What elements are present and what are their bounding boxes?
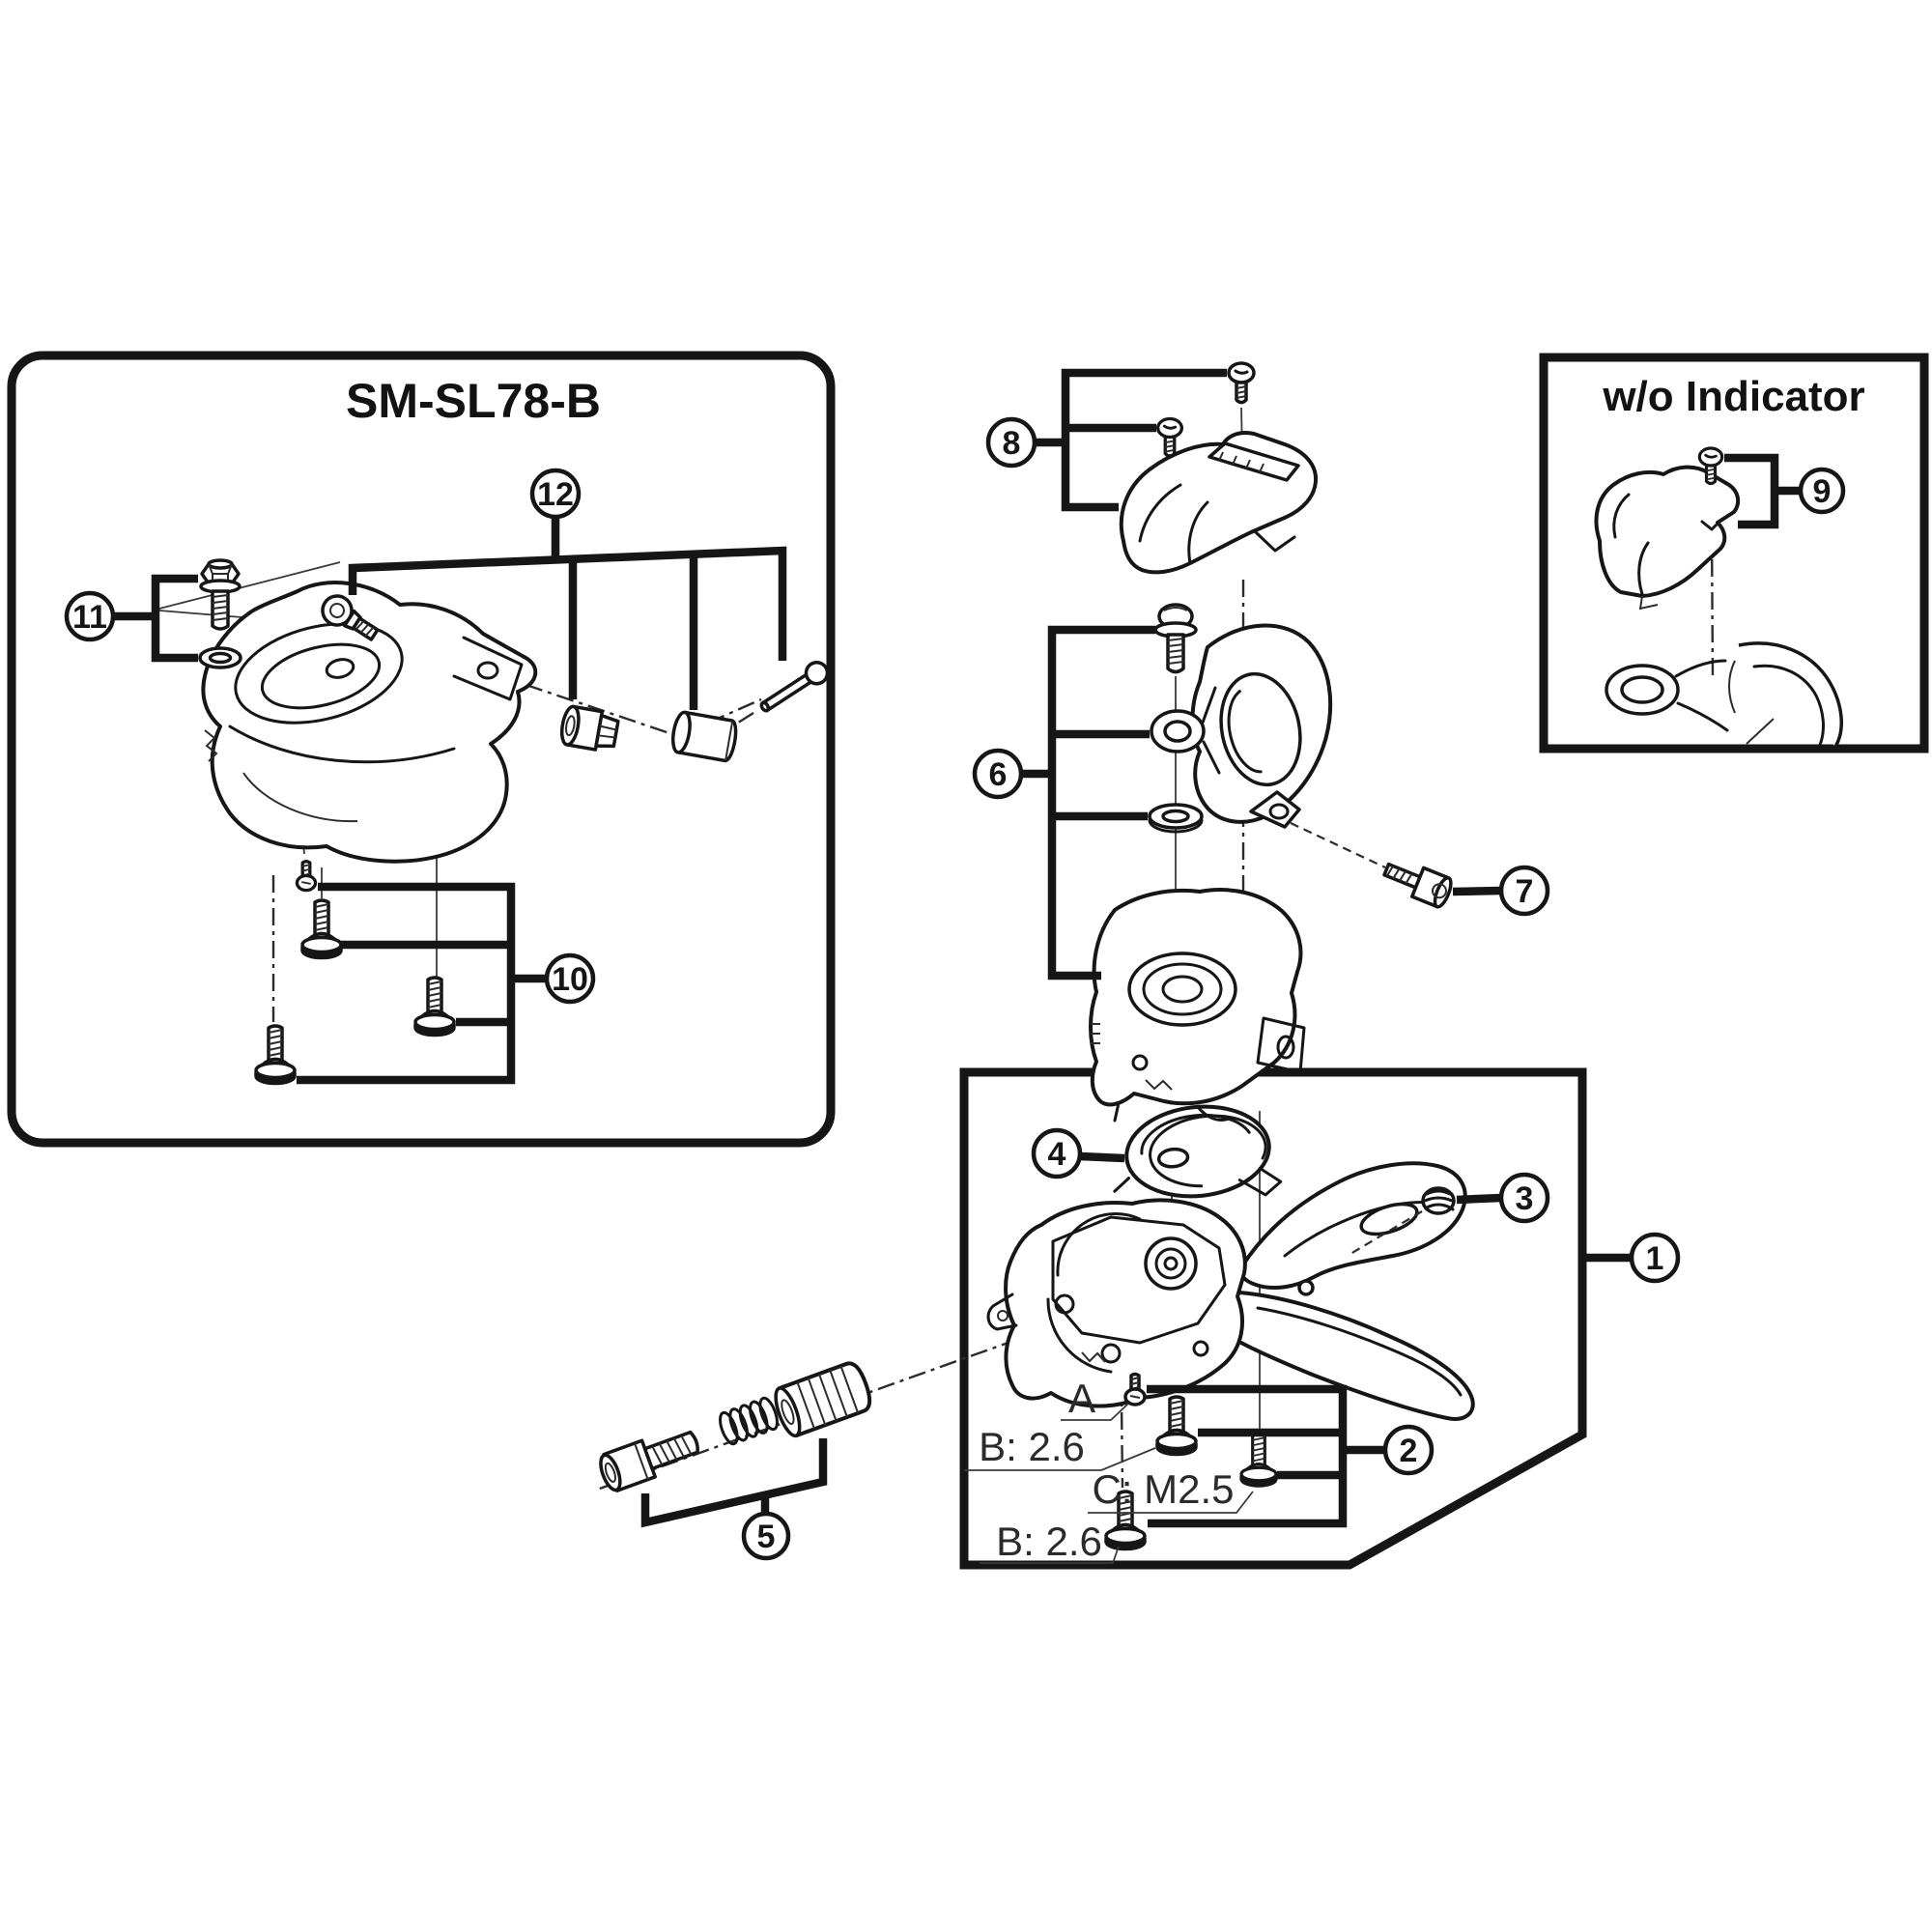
wo-clamp-arm-partial <box>1605 641 1843 748</box>
callout-7: 7 <box>1452 865 1550 917</box>
svg-text:11: 11 <box>72 599 107 636</box>
callout-9: 9 <box>1724 453 1846 529</box>
svg-text:5: 5 <box>757 1519 776 1555</box>
clamp-arm <box>1150 623 1333 829</box>
cable-bushing <box>559 704 620 752</box>
shoulder-screw <box>321 594 380 641</box>
svg-text:12: 12 <box>537 476 574 513</box>
wo-indicator-frame <box>1539 353 1929 753</box>
indicator-unit <box>1119 431 1319 575</box>
label-a: A <box>1061 1376 1129 1421</box>
cable-adjuster-group: 5 <box>599 1361 872 1561</box>
adjuster-bolt <box>599 1430 699 1492</box>
wo-indicator-cover <box>1594 465 1741 611</box>
label-b-lower: B: 2.6 <box>980 1519 1120 1564</box>
callout-12: 12 <box>348 468 787 710</box>
adjuster-spring <box>719 1396 779 1446</box>
cable-sleeve <box>670 710 738 763</box>
top-cover-disc <box>1113 1104 1283 1199</box>
main-unit-frame <box>959 1067 1587 1570</box>
callout-4: 4 <box>1031 1127 1125 1179</box>
svg-text:8: 8 <box>1003 425 1021 462</box>
callout-1: 1 <box>1582 1232 1681 1284</box>
box-wo-indicator: w/o Indicator 9 <box>1539 353 1929 753</box>
svg-text:4: 4 <box>1048 1136 1066 1173</box>
shift-lever <box>1228 1161 1475 1421</box>
svg-text:9: 9 <box>1813 473 1832 510</box>
fixing-washer <box>198 646 242 669</box>
svg-text:A: A <box>1068 1376 1095 1421</box>
svg-text:2: 2 <box>1400 1433 1418 1469</box>
adjuster-barrel <box>774 1361 872 1438</box>
screw-axis-lower-b <box>1119 1313 1124 1489</box>
svg-text:C: M2.5: C: M2.5 <box>1092 1466 1234 1512</box>
sm-sl78-b-title: SM-SL78-B <box>346 374 601 428</box>
clamp-screw <box>1290 822 1453 909</box>
clamp-washer <box>1148 803 1204 834</box>
callout-11: 11 <box>64 574 198 663</box>
wo-indicator-title: w/o Indicator <box>1602 373 1864 420</box>
callout-3: 3 <box>1456 1172 1550 1224</box>
box-main-lever-unit: 4 <box>596 1067 1681 1570</box>
cap-plug <box>1350 1186 1456 1255</box>
label-c-m25: C: M2.5 <box>1088 1466 1254 1514</box>
bracket-housing <box>1089 888 1306 1122</box>
callout-5: 5 <box>640 1438 828 1561</box>
callout-8: 8 <box>985 368 1227 512</box>
callout-2: 2 <box>1147 1384 1435 1528</box>
lever-pin <box>759 661 830 713</box>
indicator-and-bracket-assembly: 8 <box>972 361 1550 1122</box>
base-cover-body <box>201 581 538 864</box>
box-sm-sl78-b: SM-SL78-B <box>7 351 836 1148</box>
svg-text:7: 7 <box>1516 873 1534 910</box>
label-b-upper: B: 2.6 <box>964 1424 1156 1471</box>
svg-text:3: 3 <box>1516 1180 1534 1217</box>
callout-6: 6 <box>972 625 1155 980</box>
shifter-pod <box>986 1198 1247 1408</box>
callout-10: 10 <box>297 882 596 1085</box>
svg-text:B: 2.6: B: 2.6 <box>996 1519 1102 1564</box>
svg-text:1: 1 <box>1646 1240 1664 1277</box>
fixing-bolt <box>199 558 242 631</box>
sm-sl78-b-frame <box>7 351 836 1148</box>
svg-text:6: 6 <box>989 756 1008 793</box>
svg-text:B: 2.6: B: 2.6 <box>979 1424 1085 1469</box>
svg-text:10: 10 <box>552 961 588 998</box>
